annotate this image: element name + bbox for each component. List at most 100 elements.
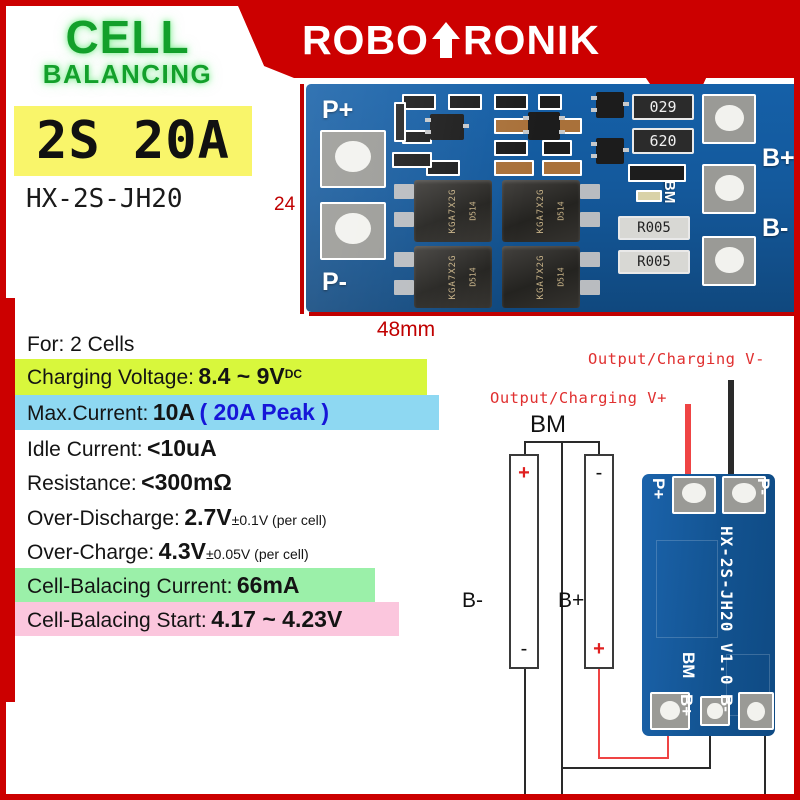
wire-b-plus-riser <box>667 731 669 759</box>
label-output-charging-vplus: Output/Charging V+ <box>490 389 667 407</box>
mosfet-q3: KGA7X2G D514 <box>502 180 580 242</box>
board-pad-p-plus <box>672 476 716 514</box>
smd-capacitor <box>494 160 534 176</box>
board-pad-label-p-minus: P- <box>754 478 773 495</box>
mosfet-label-q3: KGA7X2G <box>536 188 546 234</box>
board-pad-b-minus <box>738 692 774 730</box>
spec-row-resistance: Resistance: <300mΩ <box>15 464 445 498</box>
ic-chip-right-2 <box>591 138 629 164</box>
pad-label-b-plus: B+ <box>762 144 795 172</box>
spec-value: 66mA <box>236 571 300 598</box>
mosfet-code-q2: D514 <box>468 267 478 287</box>
wiring-diagram: Output/Charging V- Output/Charging V+ BM… <box>446 346 794 794</box>
mosfet-q4: KGA7X2G D514 <box>502 246 580 308</box>
specifications-list: For: 2 Cells Charging Voltage: 8.4 ~ 9VD… <box>15 331 445 637</box>
wire-bm-riser <box>709 736 711 768</box>
spec-label: Resistance: <box>27 472 137 496</box>
ic-balancer-chip <box>523 112 565 140</box>
smd-component <box>402 94 436 110</box>
smd-component <box>448 94 482 110</box>
cell2-top-polarity: - <box>595 462 603 484</box>
board-silkscreen-text: HX-2S-JH20 V1.0 <box>717 526 736 686</box>
label-b-minus: B- <box>462 589 483 612</box>
spec-row-over-charge: Over-Charge: 4.3V±0.05V (per cell) <box>15 533 445 567</box>
spec-row-idle-current: Idle Current: <10uA <box>15 430 445 464</box>
label-output-charging-vminus: Output/Charging V- <box>588 350 765 368</box>
spec-label: Over-Charge: <box>27 541 155 565</box>
mosfet-q1: KGA7X2G D514 <box>414 180 492 242</box>
battery-cell-2: - + <box>584 454 614 669</box>
wire-b-plus-vertical <box>598 669 600 759</box>
pad-b-plus <box>702 94 756 144</box>
spec-row-balancing-current: Cell-Balacing Current: 66mA <box>15 567 375 602</box>
title-band: 2S 20A <box>14 106 252 176</box>
mosfet-label-q4: KGA7X2G <box>536 254 546 300</box>
pad-p-plus <box>320 130 386 188</box>
board-pad-label-p-plus: P+ <box>649 478 668 500</box>
shunt-resistor-2: R005 <box>618 250 690 274</box>
pad-b-minus <box>702 236 756 286</box>
wire-bm-left-stub <box>524 441 526 455</box>
spec-label: Cell-Balacing Current: <box>27 574 233 598</box>
spec-value: <10uA <box>147 435 217 462</box>
spec-label: Over-Discharge: <box>27 506 180 530</box>
height-dimension-label: 24 <box>274 194 296 215</box>
cell2-bottom-polarity: + <box>593 638 605 660</box>
smd-capacitor <box>494 118 534 134</box>
wire-bm-to-board <box>561 441 563 794</box>
pad-label-p-minus: P- <box>322 268 347 296</box>
pcb-product-photo: P+ P- B+ B- BM KGA7X2G D514 KGA7X2G D514 K… <box>306 84 795 312</box>
label-bm: BM <box>530 411 566 438</box>
badge-line-1: CELL <box>65 11 190 63</box>
smd-component <box>392 152 432 168</box>
spec-value: 4.17 ~ 4.23V <box>211 605 343 632</box>
cell-balancing-badge: CELL BALANCING <box>20 14 235 87</box>
spec-value: <300mΩ <box>141 469 232 496</box>
smd-component <box>402 130 432 144</box>
spec-note: ±0.05V (per cell) <box>206 546 309 563</box>
smd-component <box>426 160 460 176</box>
badge-line-2: BALANCING <box>42 58 213 89</box>
smd-component <box>494 94 528 110</box>
spec-value: 8.4 ~ 9V <box>198 363 285 390</box>
spec-label: Charging Voltage: <box>27 366 194 390</box>
resistor-620: 620 <box>632 128 694 154</box>
board-pad-b-plus <box>650 692 690 730</box>
smd-component <box>538 94 562 110</box>
mosfet-code-q1: D514 <box>468 201 478 221</box>
wire-b-plus-horizontal <box>598 757 669 759</box>
pad-label-p-plus: P+ <box>322 96 354 124</box>
wire-bm-horizontal <box>561 767 711 769</box>
spec-row-balancing-start: Cell-Balacing Start: 4.17 ~ 4.23V <box>15 601 399 637</box>
spec-suffix: DC <box>284 367 303 382</box>
board-pad-bm <box>700 696 730 726</box>
spec-row-charging-voltage: Charging Voltage: 8.4 ~ 9VDC <box>15 359 427 395</box>
wire-output-negative <box>728 380 734 482</box>
board-pad-label-b-plus: B+ <box>677 694 696 717</box>
spec-row-over-discharge: Over-Discharge: 2.7V±0.1V (per cell) <box>15 499 445 533</box>
mosfet-code-q3: D514 <box>556 201 566 221</box>
diode-d1 <box>628 164 686 182</box>
pad-bm <box>702 164 756 214</box>
resistor-029: 029 <box>632 94 694 120</box>
spec-row-cells: For: 2 Cells <box>15 331 445 359</box>
mosfet-label-q1: KGA7X2G <box>448 188 458 234</box>
board-pad-p-minus <box>722 476 766 514</box>
pad-label-bm: BM <box>661 180 678 204</box>
board-pad-label-bm: BM <box>679 652 698 679</box>
mosfet-code-q4: D514 <box>556 267 566 287</box>
ic-protection-chip <box>425 114 469 140</box>
smd-component <box>394 102 406 142</box>
cell1-bottom-polarity: - <box>520 638 528 660</box>
pad-p-minus <box>320 202 386 260</box>
led-indicator <box>636 190 662 202</box>
battery-cell-1: + - <box>509 454 539 669</box>
width-dimension-label: 48mm <box>376 318 436 341</box>
pad-label-b-minus: B- <box>762 214 789 242</box>
wire-b-minus-vertical <box>524 669 526 794</box>
height-dimension-line <box>300 84 304 314</box>
spec-note: ( 20A Peak ) <box>199 398 330 425</box>
spec-value: 10A <box>152 398 196 425</box>
